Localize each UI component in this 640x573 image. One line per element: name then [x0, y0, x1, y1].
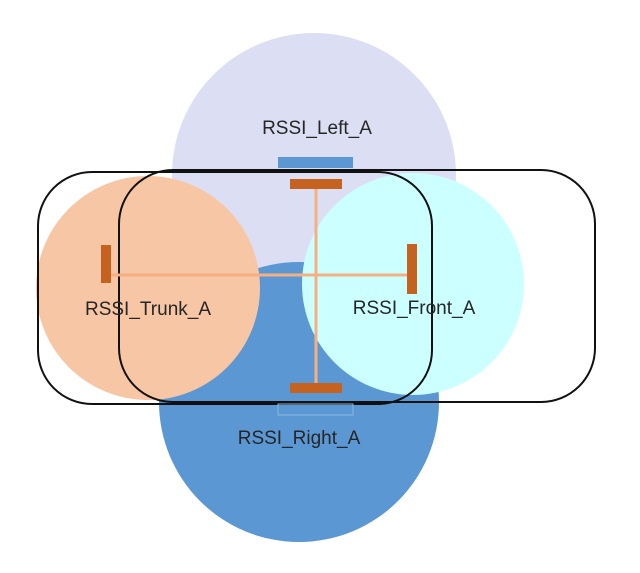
vehicle-outline-front: [118, 169, 596, 403]
top-antenna-bar: [290, 179, 342, 189]
zone-left-label: RSSI_Left_A: [262, 118, 372, 139]
trunk-antenna-bar: [101, 245, 111, 283]
zone-right-label: RSSI_Right_A: [238, 428, 361, 449]
front-antenna-bar: [407, 244, 417, 294]
left-antenna: [278, 157, 353, 168]
zone-front-label: RSSI_Front_A: [353, 298, 476, 319]
right-antenna-outline: [277, 403, 354, 416]
zone-trunk-label: RSSI_Trunk_A: [85, 299, 211, 320]
vehicle-outline-rear: [37, 171, 433, 405]
bottom-antenna-bar: [290, 383, 342, 393]
zone-trunk-circle: [36, 176, 260, 400]
